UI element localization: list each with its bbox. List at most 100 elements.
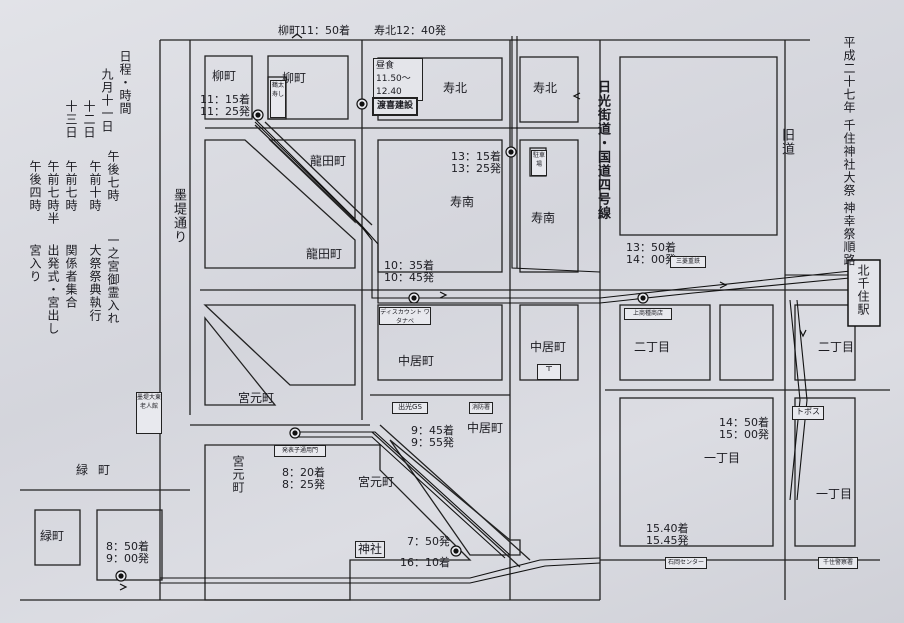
block-nichome1 [619,304,711,381]
block-nichome-mid [719,304,774,381]
time-5: 午後四時 [28,160,42,212]
event-3: 関係者集合 [64,244,78,309]
lunch-label: 昼食 [376,61,395,71]
landmark-kamiseki: 上商種商店 [624,308,672,320]
block-miya-tri [203,304,356,386]
area-nakai-3: 中居町 [467,421,504,435]
landmark-chusha: 駐車場 [531,150,547,176]
kminami-arrival: 13：15着 [451,150,501,163]
block-kkita2 [519,56,579,123]
nakai-arrival: 9：45着 [411,424,454,437]
area-itchome-1: 一丁目 [704,451,741,465]
date-2: 十二日 [82,100,96,139]
area-miya-2: 宮元町 [231,455,245,494]
end-departure: 15.45発 [646,534,689,547]
road-old: 旧道 [779,128,794,156]
nichome-arrival: 13：50着 [626,241,676,254]
road-bokutei: 墨堤通り [171,188,186,244]
area-nakai-2: 中居町 [530,340,567,354]
event-4: 出発式・宮出し [46,244,60,335]
top-arrival: 柳町11：50着 [278,24,350,37]
schedule-heading: 日程・時間 [118,50,132,115]
block-midori2 [96,509,163,581]
area-itchome-2: 一丁目 [816,487,853,501]
block-east-big [619,56,778,236]
area-miya-1: 宮元町 [238,391,275,405]
area-midori-1: 緑町 [76,463,121,477]
block-itchome2 [794,397,856,547]
area-kminami-1: 寿南 [450,195,475,209]
itchome-arrival: 14：50着 [719,416,769,429]
block-ryuden-tri [268,139,356,224]
midori-arrival: 8：50着 [106,540,149,553]
event-5: 宮入り [28,244,42,283]
block-midori1 [34,509,81,566]
block-nichome2 [794,304,856,381]
yanagi-arrival: 11：15着 [200,93,250,106]
jinja-arrival: 16：10着 [400,556,450,569]
time-4: 午前七時半 [46,160,60,225]
road-nikko: 日光街道・国道四号線 [595,80,610,220]
lunch-time-1: 11.50～ [376,74,411,84]
area-kminami-2: 寿南 [531,211,556,225]
landmark-sanyo: 三菱重鉄 [670,256,706,268]
area-yanagi-2: 柳町 [282,71,307,85]
area-yanagi-1: 柳町 [212,69,237,83]
block-itchome1 [619,397,774,547]
top-departure: 寿北12：40発 [374,24,446,37]
area-jinja: 神社 [355,541,386,558]
area-nakai-1: 中居町 [398,354,435,368]
landmark-post: 〒 [537,364,561,380]
landmark-bokutei: 墨堤大東 老人館 [136,392,162,434]
landmark-police: 千住警察署 [818,557,858,569]
block-nakai2 [519,304,579,381]
landmark-kokuni: 石岡センター [665,557,707,569]
area-kkita-1: 寿北 [443,81,468,95]
area-midori-2: 緑町 [40,529,65,543]
area-miya-3: 宮元町 [358,475,395,489]
jinja-departure: 7：50発 [407,535,450,548]
time-1: 午後七時 [106,150,120,202]
lunch-time-2: 12.40 [376,87,402,97]
landmark-tsuru: 鶴太寿し [270,80,286,118]
kminami-departure: 13：25発 [451,162,501,175]
festival-title: 平成二十七年 千住神社大祭 神幸祭順路 [842,36,856,267]
block-nakai1 [377,304,503,381]
date-3: 十三日 [64,100,78,139]
box-tsuru [267,76,287,120]
station-label: 北千住駅 [856,264,870,316]
landmark-idemitsu: 出光GS [392,402,428,414]
event-2: 大祭祭典執行 [88,244,102,322]
block-miya-left [204,316,277,406]
landmark-topos: トポス [792,406,824,420]
midori-departure: 9：00発 [106,552,149,565]
itchome-departure: 15：00発 [719,428,769,441]
block-kminami2 [519,139,579,273]
ryuden-arrival: 10：35着 [384,259,434,272]
time-2: 午前十時 [88,160,102,212]
area-ryuden-2: 龍田町 [306,247,343,261]
block-kminami1 [377,139,503,273]
block-yanagi1 [204,55,253,120]
time-3: 午前七時 [64,160,78,212]
date-1: 九月十一日 [100,68,114,133]
landmark-fire: 消防署 [469,402,493,414]
ryuden-departure: 10：45発 [384,271,434,284]
nichome-departure: 14：00発 [626,253,676,266]
nakai-departure: 9：55発 [411,436,454,449]
end-arrival: 15.40着 [646,522,689,535]
miyamoto-arrival: 8：20着 [282,466,325,479]
area-ryuden-1: 龍田町 [310,154,347,168]
area-nichome-2: 二丁目 [818,340,855,354]
area-kkita-2: 寿北 [533,81,558,95]
watanabe-kensetsu: 渡喜建設 [372,97,419,116]
area-nichome-1: 二丁目 [634,340,671,354]
event-1: 一之宮御霊入れ [106,234,120,325]
yanagi-departure: 11：25発 [200,105,250,118]
landmark-discount: ディスカウント ワタナベ [379,307,431,325]
landmark-kaiko: 発表子通用門 [274,445,326,457]
miyamoto-departure: 8：25発 [282,478,325,491]
lunch-box: 昼食 11.50～ 12.40 [373,58,423,101]
